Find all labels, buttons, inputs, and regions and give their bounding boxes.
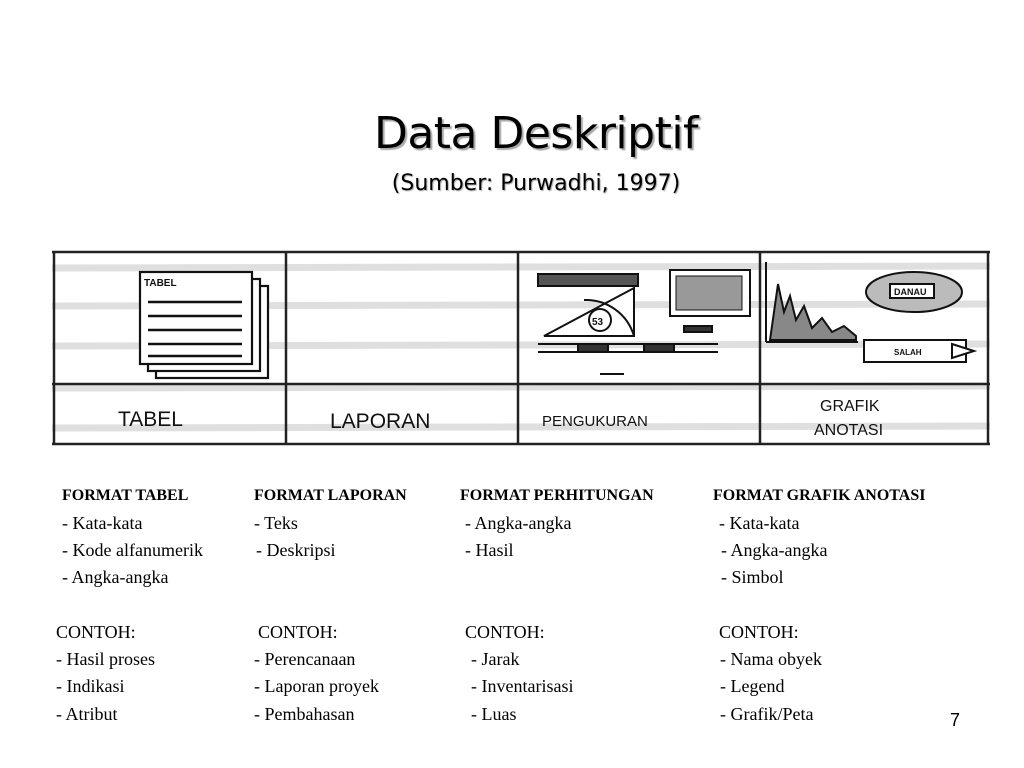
table-stack-icon	[138, 270, 270, 380]
format-perhitungan-contoh-item: - Luas	[471, 704, 517, 724]
format-laporan-item: - Deskripsi	[256, 540, 336, 560]
format-perhitungan-contoh-item: - Jarak	[471, 649, 520, 669]
format-tabel-item: - Kata-kata	[62, 513, 143, 533]
table-sheet-title: TABEL	[144, 278, 177, 289]
format-tabel-contoh-item: - Indikasi	[56, 676, 125, 696]
format-grafik-item: - Simbol	[721, 567, 784, 587]
format-grafik-contoh-item: - Grafik/Peta	[720, 704, 814, 724]
panel-label-tabel: TABEL	[118, 408, 183, 431]
format-perhitungan-header: FORMAT PERHITUNGAN	[460, 487, 654, 504]
annotation-tag-lake: DANAU	[894, 287, 927, 297]
format-laporan-item: - Teks	[254, 513, 298, 533]
panel-label-pengukuran: PENGUKURAN	[542, 413, 648, 430]
graph-annotation-icon	[765, 262, 978, 363]
format-laporan-header: FORMAT LAPORAN	[254, 487, 407, 504]
format-perhitungan-item: - Hasil	[465, 540, 514, 560]
slide-title: Data Deskriptif	[373, 108, 699, 159]
panel-label-laporan: LAPORAN	[330, 410, 430, 433]
format-grafik-contoh-label: CONTOH:	[719, 622, 799, 642]
format-grafik-contoh-item: - Nama obyek	[720, 649, 822, 669]
format-tabel-header: FORMAT TABEL	[62, 487, 189, 504]
descriptive-data-figure: TABEL 53	[52, 248, 990, 446]
page-number: 7	[950, 710, 961, 730]
panel-label-anotasi: ANOTASI	[814, 422, 883, 439]
format-laporan-contoh-label: CONTOH:	[258, 622, 338, 642]
format-grafik-item: - Angka-angka	[721, 540, 828, 560]
annotation-tag-arrow: SALAH	[894, 348, 922, 357]
format-laporan-contoh-item: - Pembahasan	[254, 704, 355, 724]
format-tabel-contoh-item: - Atribut	[56, 704, 118, 724]
format-tabel-item: - Angka-angka	[62, 567, 169, 587]
slide-subtitle: (Sumber: Purwadhi, 1997)	[391, 171, 681, 196]
format-tabel-item: - Kode alfanumerik	[62, 540, 203, 560]
format-grafik-item: - Kata-kata	[719, 513, 800, 533]
format-perhitungan-contoh-item: - Inventarisasi	[471, 676, 574, 696]
measurement-icon	[537, 269, 751, 375]
format-tabel-contoh-item: - Hasil proses	[56, 649, 155, 669]
figure-frame	[52, 250, 990, 446]
panel-label-grafik: GRAFIK	[820, 398, 880, 415]
format-grafik-contoh-item: - Legend	[720, 676, 785, 696]
format-perhitungan-item: - Angka-angka	[465, 513, 572, 533]
measurement-badge: 53	[592, 317, 604, 328]
format-grafik-header: FORMAT GRAFIK ANOTASI	[713, 487, 926, 504]
format-tabel-contoh-label: CONTOH:	[56, 622, 136, 642]
format-perhitungan-contoh-label: CONTOH:	[465, 622, 545, 642]
format-laporan-contoh-item: - Laporan proyek	[254, 676, 379, 696]
format-laporan-contoh-item: - Perencanaan	[254, 649, 356, 669]
